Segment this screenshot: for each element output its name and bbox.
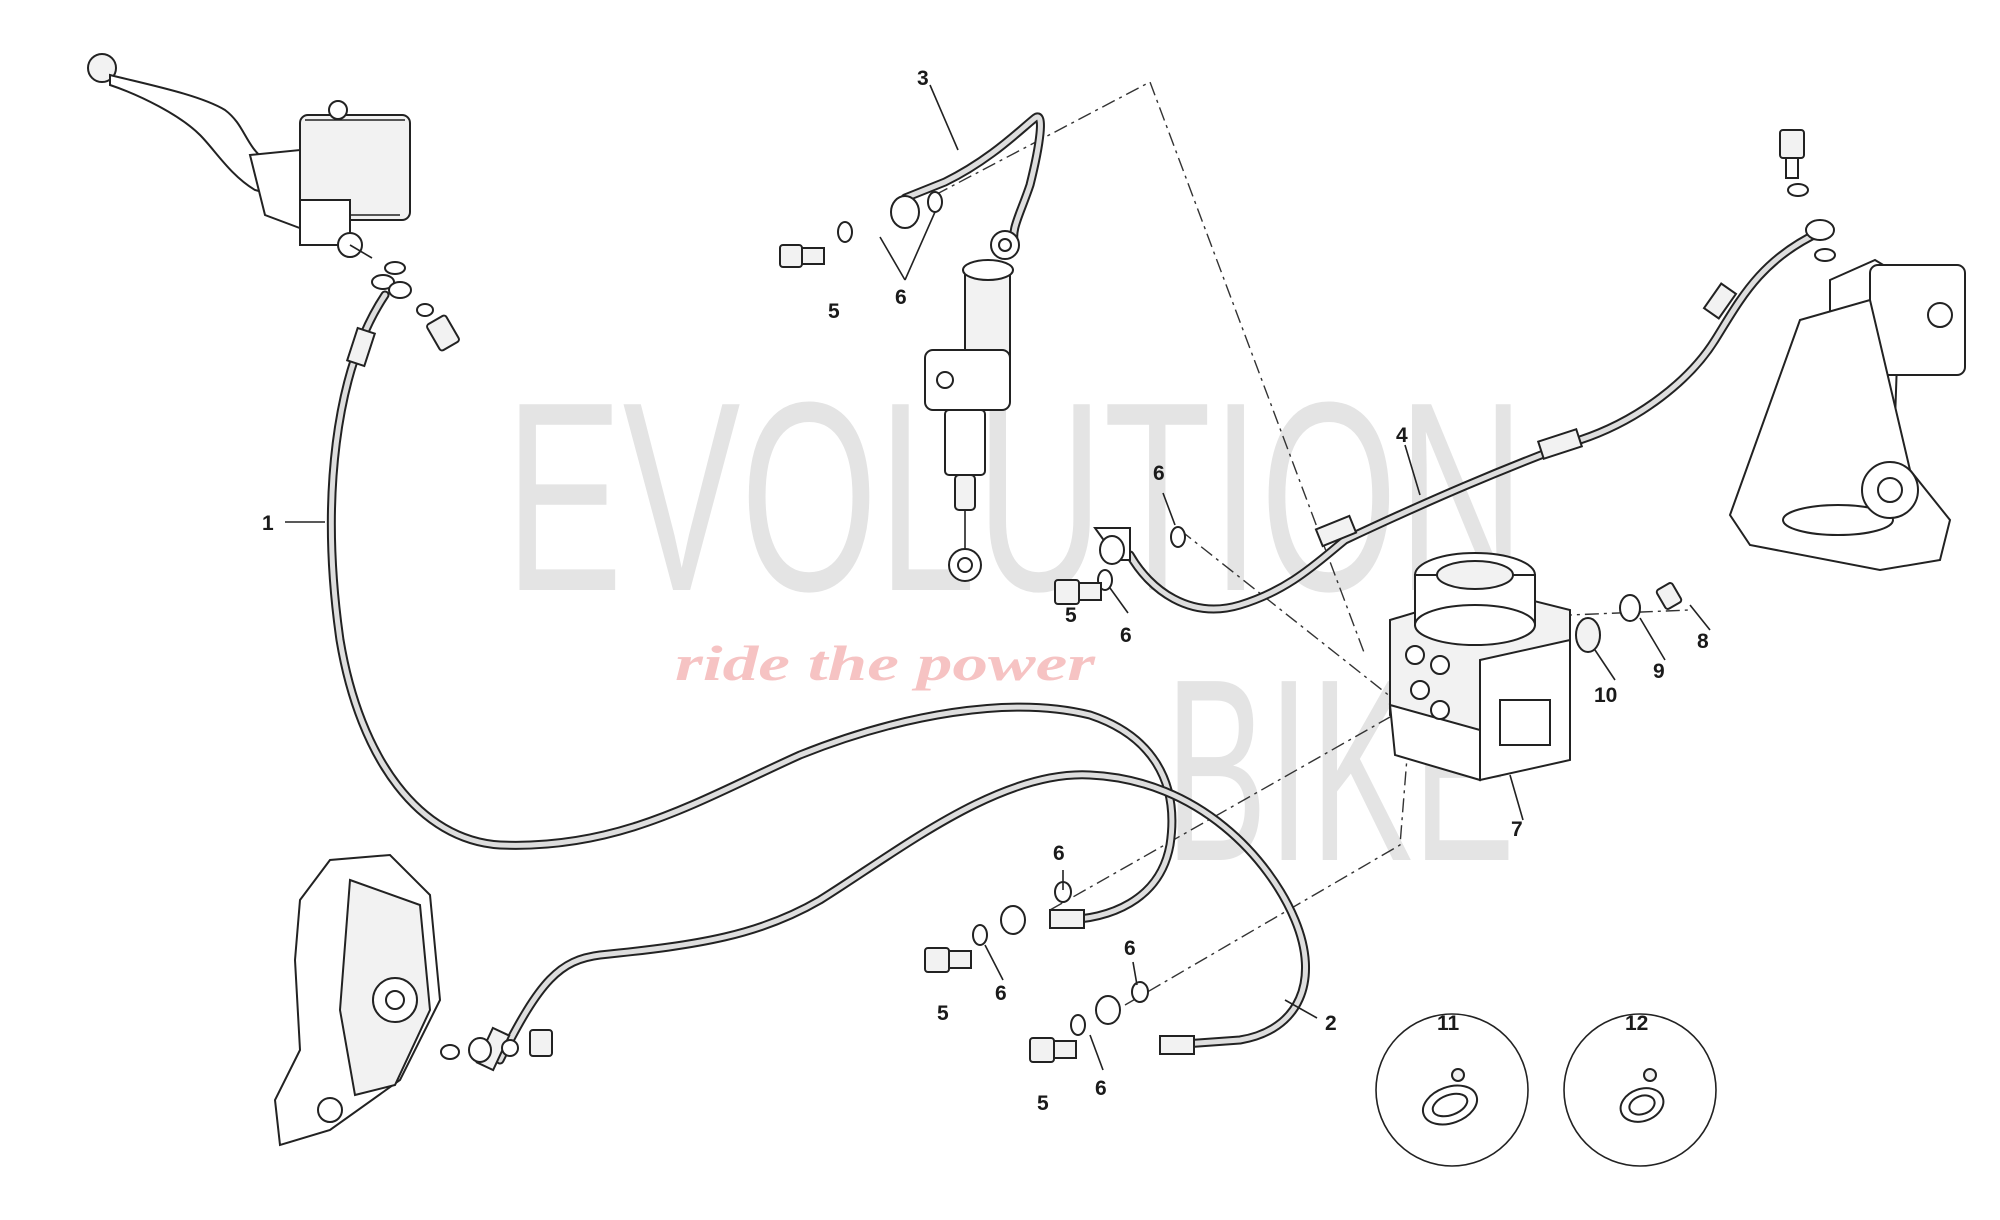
callout-2: 2 (1325, 1012, 1337, 1035)
rear-caliper (1728, 129, 1966, 572)
callout-6-upper: 6 (1153, 462, 1165, 485)
callout-6-middle: 6 (1053, 842, 1065, 865)
abs-side-banjos (924, 526, 1186, 1063)
callout-6-bottom: 6 (1095, 1077, 1107, 1100)
abs-mount-hardware (1575, 582, 1683, 653)
front-caliper (273, 853, 553, 1147)
rear-master-cylinder (779, 191, 1020, 582)
callout-1: 1 (262, 512, 274, 535)
clamp-12-detail (1563, 1013, 1717, 1167)
callout-6-lower: 6 (1124, 937, 1136, 960)
callout-5-low: 5 (937, 1002, 949, 1025)
callout-8: 8 (1697, 630, 1709, 653)
callout-5-bottom: 5 (1037, 1092, 1049, 1115)
watermark: EVOLUTION BIKE ride the power (505, 347, 1525, 916)
callout-5-mid: 5 (1065, 604, 1077, 627)
callout-3: 3 (917, 67, 929, 90)
callout-12: 12 (1625, 1012, 1648, 1035)
callout-4: 4 (1396, 424, 1408, 447)
callout-5-top: 5 (828, 300, 840, 323)
callout-6-abs: 6 (1120, 624, 1132, 647)
callout-numbers: 1 2 3 4 5 5 5 5 6 6 6 6 6 6 6 7 8 9 10 1… (262, 67, 1709, 1115)
callout-11: 11 (1437, 1012, 1460, 1035)
leader-lines (285, 84, 1711, 1071)
callout-6-low-left: 6 (995, 982, 1007, 1005)
abs-modulator (1388, 552, 1571, 782)
callout-6-top: 6 (895, 286, 907, 309)
callout-10: 10 (1594, 684, 1617, 707)
watermark-brand-line1: EVOLUTION (505, 347, 1525, 648)
watermark-tagline: ride the power (675, 635, 1096, 691)
brake-hoses (326, 112, 1825, 1072)
callout-9: 9 (1653, 660, 1665, 683)
clamp-11-detail (1375, 1013, 1529, 1167)
callout-7: 7 (1511, 818, 1523, 841)
front-master-cylinder (87, 53, 460, 352)
